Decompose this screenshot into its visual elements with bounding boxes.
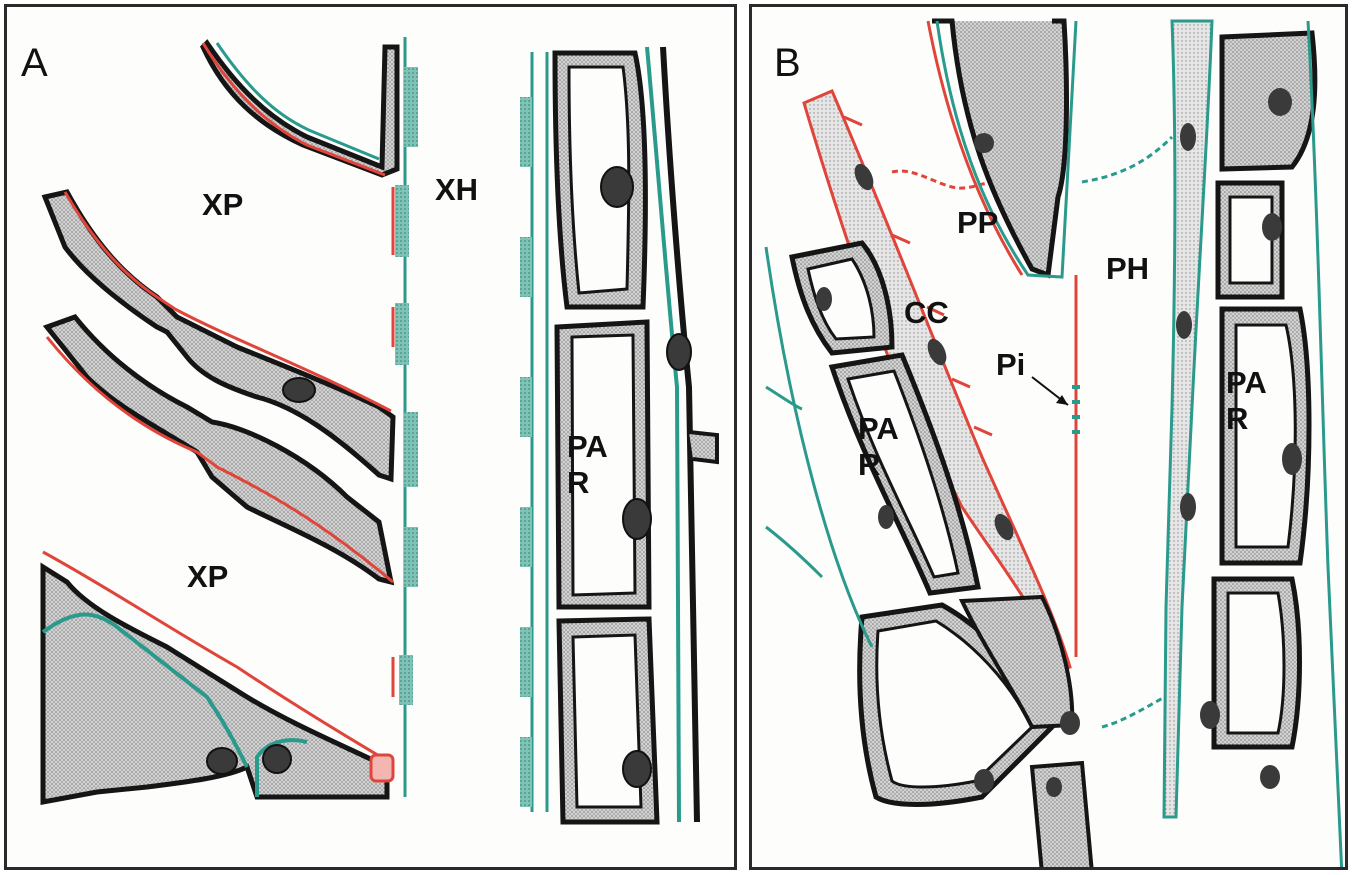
panel-b: B PP PH CC Pi PA R PA R (749, 4, 1348, 870)
label-par-a: PA R (567, 429, 608, 501)
label-pp: PP (957, 205, 998, 241)
label-xh: XH (435, 172, 478, 208)
parenchyma-column-a (520, 47, 717, 822)
label-par-a-line1: PA (567, 429, 608, 465)
pi-arrow (1032, 377, 1068, 405)
phloem-right-column (1164, 21, 1342, 870)
panel-b-drawing (752, 7, 1348, 870)
label-par-b-right-line1: PA (1226, 365, 1267, 401)
panel-a: A XP XH XP PA R (4, 4, 737, 870)
label-par-b-right-line2: R (1226, 401, 1267, 437)
panel-b-label: B (774, 41, 801, 86)
label-pi: Pi (996, 347, 1025, 383)
xylem-parenchyma-top (203, 43, 397, 175)
label-par-b-left-line2: R (858, 447, 899, 483)
label-par-a-line2: R (567, 465, 608, 501)
label-xp-lower: XP (187, 559, 228, 595)
panel-a-drawing (7, 7, 737, 870)
label-xp-upper: XP (202, 187, 243, 223)
label-par-b-left: PA R (858, 411, 899, 483)
label-par-b-left-line1: PA (858, 411, 899, 447)
label-ph: PH (1106, 251, 1149, 287)
label-cc: CC (904, 295, 949, 331)
label-par-b-right: PA R (1226, 365, 1267, 437)
panel-a-label: A (21, 41, 48, 86)
